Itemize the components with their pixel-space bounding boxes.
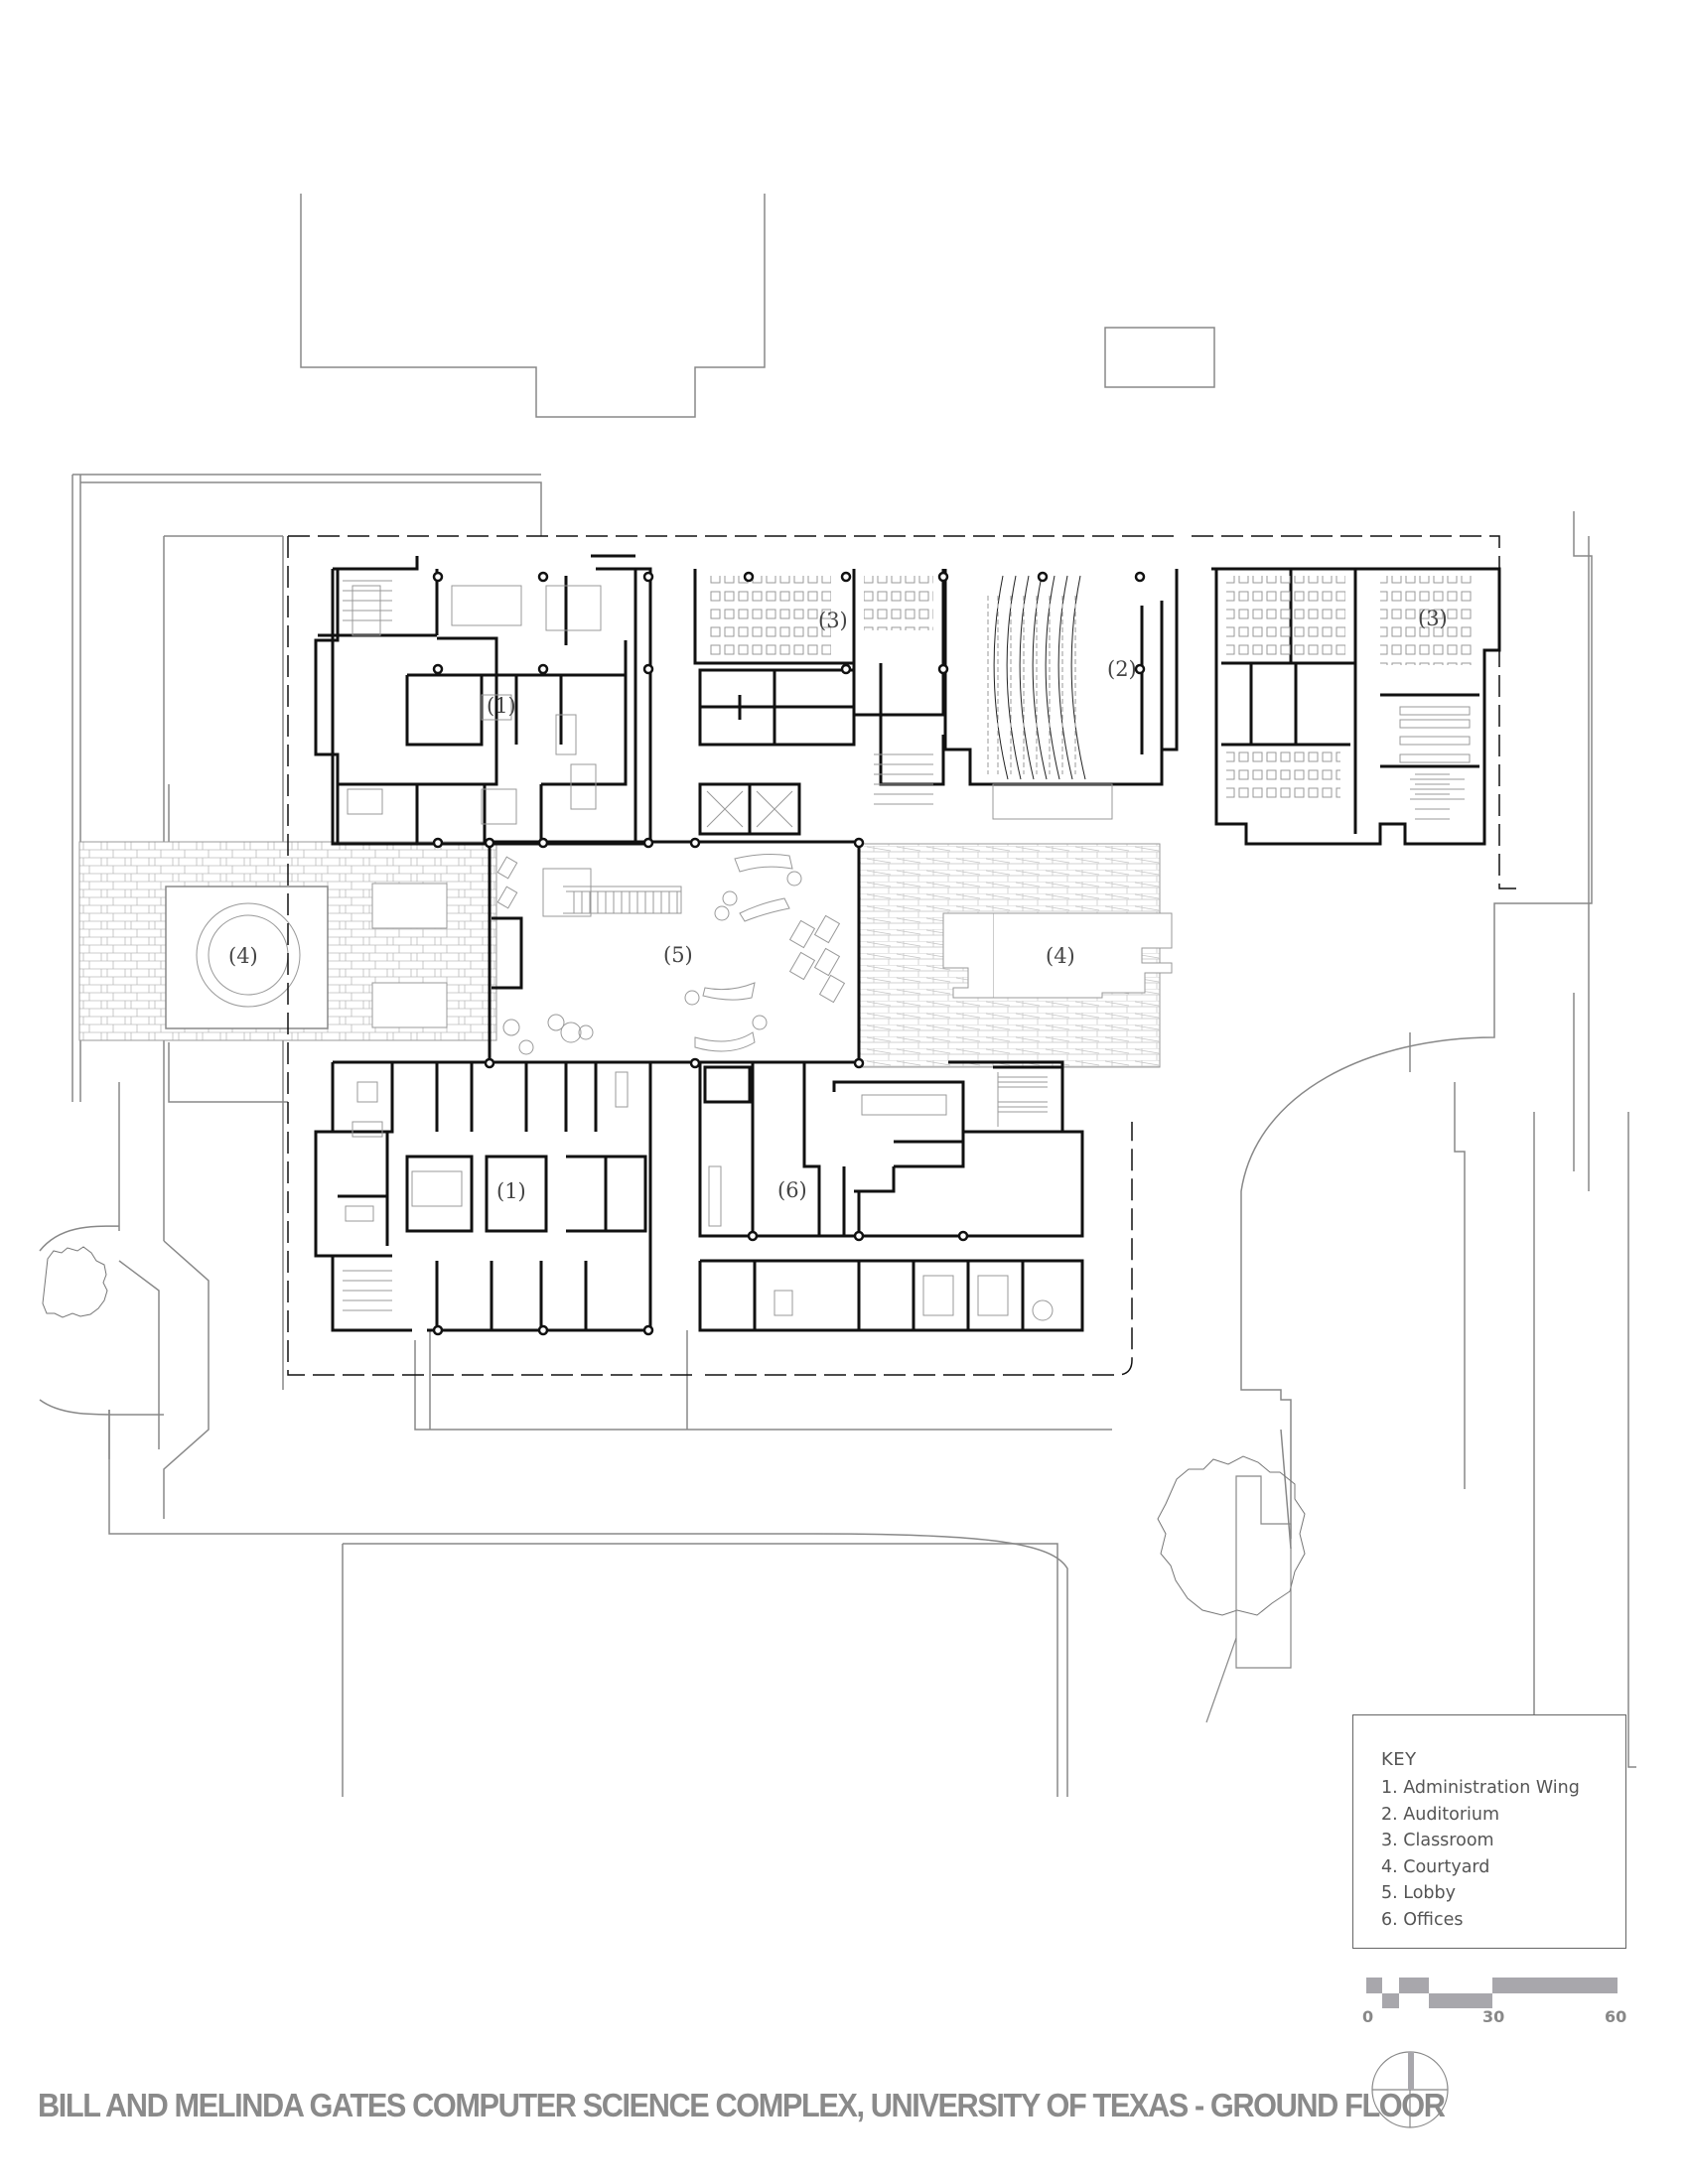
legend-list: 1. Administration Wing 2. Auditorium 3. … — [1381, 1775, 1580, 1933]
property-line — [287, 535, 1519, 1376]
tree-east — [1157, 1455, 1306, 1616]
auditorium-seating — [993, 575, 1086, 780]
room-label-admin-south: (1) — [496, 1179, 526, 1203]
room-label-lobby: (5) — [663, 943, 693, 967]
room-label-offices: (6) — [777, 1178, 807, 1202]
legend-item-auditorium: 2. Auditorium — [1381, 1804, 1500, 1825]
legend-key: KEY 1. Administration Wing 2. Auditorium… — [1352, 1714, 1626, 1949]
scale-tick-0: 0 — [1362, 2007, 1374, 2026]
drawing-title: BILL AND MELINDA GATES COMPUTER SCIENCE … — [38, 2087, 1446, 2123]
legend-item-classroom: 3. Classroom — [1381, 1831, 1494, 1850]
legend-heading: KEY — [1381, 1749, 1417, 1770]
room-label-admin-north: (1) — [487, 694, 516, 718]
room-label-classroom-center: (3) — [818, 609, 848, 632]
room-label-classroom-east: (3) — [1418, 607, 1448, 630]
room-label-courtyard-east: (4) — [1046, 944, 1075, 968]
admin-furniture-north — [347, 585, 602, 825]
room-label-courtyard-west: (4) — [228, 944, 258, 968]
admin-wing-north — [314, 554, 652, 846]
scale-bar: 0 30 60 — [1362, 1978, 1627, 2027]
tree-west — [42, 1246, 108, 1318]
structural-columns — [432, 571, 1146, 1336]
scale-tick-30: 30 — [1482, 2007, 1505, 2026]
legend-item-administration-wing: 1. Administration Wing — [1381, 1778, 1580, 1798]
offices-block — [698, 1060, 1084, 1332]
scale-tick-60: 60 — [1605, 2007, 1627, 2026]
legend-item-courtyard: 4. Courtyard — [1381, 1856, 1490, 1877]
legend-item-lobby: 5. Lobby — [1381, 1883, 1456, 1903]
room-label-auditorium: (2) — [1107, 657, 1137, 681]
core-north — [698, 668, 856, 836]
courtyard-east — [859, 843, 1173, 1068]
north-arrow-icon — [1371, 2051, 1449, 2128]
lobby-furniture — [496, 854, 846, 1055]
legend-item-offices: 6. Offices — [1381, 1909, 1464, 1930]
